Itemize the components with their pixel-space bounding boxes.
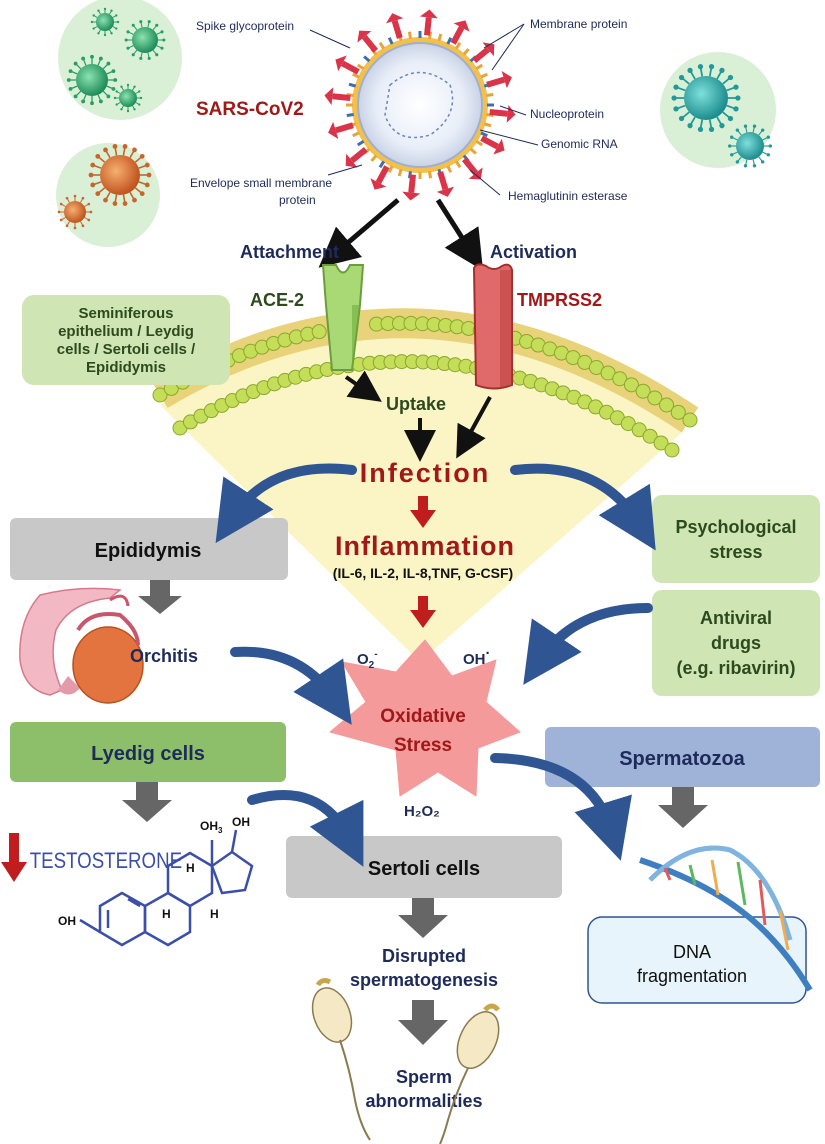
tissue-line-3: cells / Sertoli cells / — [57, 341, 196, 358]
tissue-box-text: Seminiferous epithelium / Leydig cells /… — [57, 305, 196, 376]
inflammation-label: Inflammation — [335, 531, 515, 561]
oh-left-label: OH — [58, 914, 76, 928]
leydig-box — [10, 722, 286, 782]
gray-arrow-epididymis — [138, 580, 182, 614]
h2-label: H — [162, 907, 171, 921]
orchitis-label: Orchitis — [130, 646, 198, 666]
oh3-sub: 3 — [218, 826, 223, 835]
svg-text:OH·: OH· — [463, 645, 491, 668]
arrow-stress-to-sperm — [490, 753, 632, 861]
tissue-box — [22, 295, 230, 385]
ace2-receptor-icon — [321, 264, 365, 371]
leydig-label: Lyedig cells — [91, 743, 205, 765]
label-envelope-2: protein — [279, 193, 316, 207]
arrow-to-attachment — [318, 198, 400, 268]
uptake-label: Uptake — [386, 394, 446, 414]
sperm-cell-right-icon — [439, 1003, 500, 1144]
tissue-line-2: epithelium / Leydig — [58, 323, 194, 340]
arrow-orchitis-to-stress — [230, 646, 352, 725]
arrow-to-activation — [435, 198, 484, 271]
dna-box — [587, 916, 807, 1004]
o2-label: O — [357, 651, 369, 668]
spermatozoa-label: Spermatozoa — [619, 748, 745, 770]
virus-name: SARS-CoV2 — [196, 99, 304, 120]
h2o2-label: H₂O₂ — [404, 803, 440, 820]
attachment-label: Attachment — [240, 242, 339, 262]
oh-sup: · — [486, 645, 491, 662]
abnormal-line-1: Sperm — [396, 1067, 452, 1087]
spermatozoa-box — [545, 727, 820, 787]
label-spike: Spike glycoprotein — [196, 19, 294, 33]
steroid-labels: OH OH3 OH H H H — [58, 815, 250, 928]
tissue-line-4: Epididymis — [86, 359, 166, 376]
red-arrow-down-2 — [410, 596, 436, 628]
stress-label: Stress — [394, 735, 452, 756]
testis-illustration-icon — [19, 587, 144, 704]
arrow-infection-to-epididymis — [215, 463, 357, 544]
arrow-tmprss2-to-infection — [456, 396, 492, 459]
gray-arrow-disrupted — [398, 1000, 448, 1045]
cytokines-label: (IL-6, IL-2, IL-8,TNF, G-CSF) — [333, 565, 513, 581]
oxidative-label: Oxidative — [380, 706, 466, 727]
antiviral-box — [652, 590, 820, 696]
dna-helix-icon — [639, 845, 813, 992]
red-arrow-down-1 — [410, 496, 436, 528]
arrow-antiviral-to-stress — [523, 603, 653, 685]
svg-text:O2-: O2- — [357, 649, 378, 671]
dna-line-1: DNA — [673, 942, 711, 962]
antiviral-line-1: Antiviral — [700, 608, 772, 628]
label-envelope-1: Envelope small membrane — [190, 176, 332, 190]
oh-top-label: OH — [232, 815, 250, 829]
small-virus-icons — [57, 7, 772, 230]
oh-label: OH — [463, 651, 486, 668]
tmprss2-receptor-icon — [472, 263, 513, 390]
disrupted-line-1: Disrupted — [382, 946, 466, 966]
ace2-label: ACE-2 — [250, 290, 304, 310]
arrow-uptake — [344, 370, 382, 402]
h3-label: H — [210, 907, 219, 921]
gray-arrow-sperm — [658, 787, 708, 828]
h1-label: H — [186, 861, 195, 875]
dna-line-2: fragmentation — [637, 966, 747, 986]
o2-sub: 2 — [369, 660, 375, 671]
sperm-cell-left-icon — [311, 978, 371, 1141]
sars-cov2-virion-icon — [324, 9, 516, 201]
sertoli-label: Sertoli cells — [368, 858, 480, 880]
svg-text:OH3: OH3 — [200, 819, 223, 835]
tissue-line-1: Seminiferous — [78, 305, 173, 322]
testosterone-label: TESTOSTERONE — [30, 850, 182, 874]
activation-label: Activation — [490, 242, 577, 262]
label-hemagglutinin: Hemaglutinin esterase — [508, 189, 628, 203]
gray-arrow-sertoli — [398, 898, 448, 938]
oh3-label: OH — [200, 819, 218, 833]
psych-line-2: stress — [709, 542, 762, 562]
label-membrane: Membrane protein — [530, 17, 627, 31]
label-nucleoprotein: Nucleoprotein — [530, 107, 604, 121]
blue-arrows — [215, 463, 656, 867]
tmprss2-label: TMPRSS2 — [517, 290, 602, 310]
infection-label: Infection — [360, 458, 491, 488]
antiviral-line-2: drugs — [711, 633, 761, 653]
disrupted-line-2: spermatogenesis — [350, 970, 498, 990]
ros-labels: O2- OH· H₂O₂ — [357, 645, 491, 820]
arrow-leydig-to-sertoli — [247, 790, 364, 867]
testosterone-structure-icon — [79, 829, 254, 947]
arrow-infection-to-psych — [510, 463, 656, 551]
testosterone-down-arrow-icon — [1, 833, 27, 882]
abnormal-line-2: abnormalities — [365, 1091, 482, 1111]
antiviral-line-3: (e.g. ribavirin) — [676, 658, 795, 678]
virus-labels: Spike glycoprotein Membrane protein Nucl… — [190, 17, 628, 207]
psych-line-1: Psychological — [675, 517, 796, 537]
gray-arrow-leydig — [122, 782, 172, 822]
epididymis-label: Epididymis — [95, 540, 202, 562]
label-genomic-rna: Genomic RNA — [541, 137, 618, 151]
psych-stress-box — [652, 495, 820, 583]
o2-sup: - — [374, 649, 377, 660]
